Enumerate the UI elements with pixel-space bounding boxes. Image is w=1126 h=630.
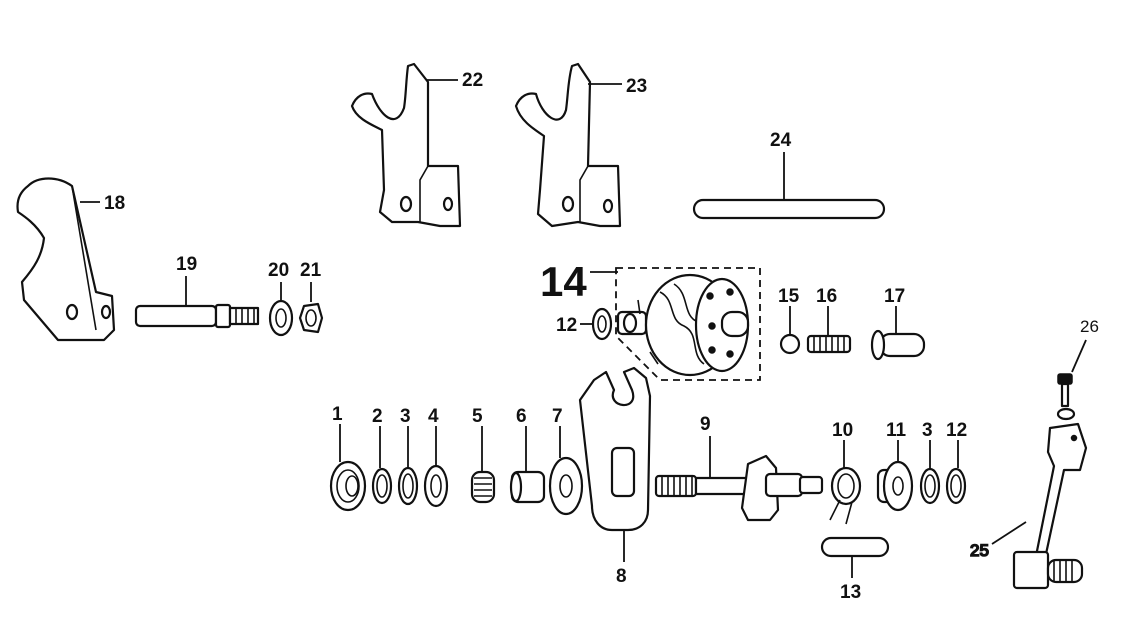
label-13: 13	[840, 582, 861, 603]
part-3-circlip-right: 3	[919, 420, 941, 505]
label-14: 14	[540, 258, 587, 305]
part-25-shift-lever: 25	[969, 422, 1088, 590]
part-19-shaft: 19	[134, 254, 260, 329]
label-26: 26	[1080, 317, 1099, 336]
label-18: 18	[104, 193, 125, 214]
label-4: 4	[428, 406, 439, 427]
label-1: 1	[332, 404, 343, 425]
part-20-lock-washer: 20	[268, 260, 294, 337]
part-2-washer: 2	[371, 406, 393, 505]
part-14-selector-drum-assembly: 14	[540, 258, 761, 381]
label-8: 8	[616, 566, 627, 587]
part-23-shift-fork: 23	[514, 62, 647, 228]
label-3-left: 3	[400, 406, 411, 427]
label-5: 5	[472, 406, 483, 427]
label-25: 25	[970, 541, 989, 560]
label-12-upper: 12	[556, 315, 577, 336]
label-24: 24	[770, 130, 792, 151]
label-20: 20	[268, 260, 289, 281]
part-26-bolt: 26	[1056, 317, 1099, 421]
label-19: 19	[176, 254, 197, 275]
part-16-spring: 16	[806, 286, 852, 354]
part-7-large-washer: 7	[548, 406, 584, 516]
part-18-fork-bracket: 18	[16, 177, 125, 342]
label-21: 21	[300, 260, 322, 281]
label-11: 11	[886, 420, 907, 441]
label-17: 17	[884, 286, 905, 307]
part-9-shift-shaft: 9	[654, 414, 824, 522]
part-12-washer-upper: 12	[556, 307, 613, 341]
part-4-washer: 4	[423, 406, 449, 508]
part-24-fork-rod: 24	[692, 130, 886, 220]
part-8-shift-plate: 8	[578, 366, 652, 587]
label-15: 15	[778, 286, 800, 307]
part-17-plug: 17	[870, 286, 926, 361]
part-22-shift-fork: 22	[350, 62, 483, 228]
label-23: 23	[626, 76, 647, 97]
part-15-detent-ball: 15	[778, 286, 801, 355]
part-1-bearing: 1	[329, 404, 367, 512]
label-3-right: 3	[922, 420, 933, 441]
label-16: 16	[816, 286, 837, 307]
label-6: 6	[516, 406, 527, 427]
part-13-pin: 13	[820, 536, 890, 603]
label-2: 2	[372, 406, 383, 427]
label-10: 10	[832, 420, 853, 441]
part-10-return-spring: 10	[829, 420, 862, 525]
part-11-collar: 11	[876, 420, 914, 512]
part-3-circlip-left: 3	[397, 406, 419, 506]
label-7: 7	[552, 406, 563, 427]
part-21-nut: 21	[298, 260, 324, 334]
label-9: 9	[700, 414, 711, 435]
label-12-lower: 12	[946, 420, 967, 441]
part-12-washer-lower: 12	[945, 420, 967, 505]
label-22: 22	[462, 70, 483, 91]
part-5-spring: 5	[470, 406, 496, 504]
part-6-bushing: 6	[509, 406, 546, 504]
